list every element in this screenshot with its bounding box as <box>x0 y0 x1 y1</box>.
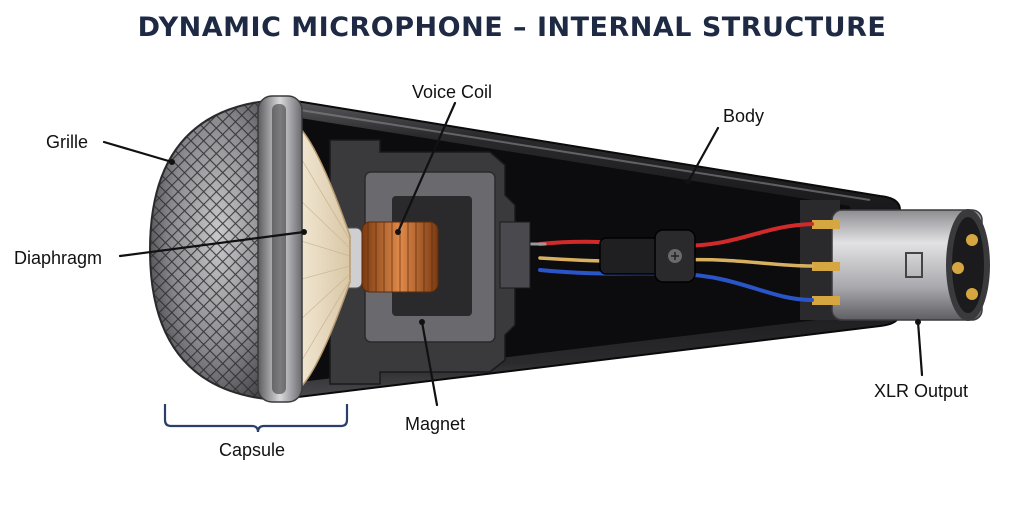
capsule-brace <box>163 404 349 433</box>
xlr-pin <box>966 288 978 300</box>
leader-voice-coil <box>396 101 457 234</box>
leader-lines <box>102 101 924 407</box>
label-diaphragm: Diaphragm <box>14 248 103 268</box>
leader-grille <box>102 140 174 164</box>
xlr-connector <box>800 200 990 321</box>
cable-clamp <box>599 237 661 275</box>
xlr-pin <box>952 262 964 274</box>
label-body: Body <box>723 106 765 126</box>
leader-diaphragm <box>118 230 306 258</box>
label-capsule: Capsule <box>219 440 286 460</box>
label-magnet: Magnet <box>405 414 466 434</box>
label-xlr-output: XLR Output <box>874 381 969 401</box>
body-highlight <box>299 109 871 201</box>
leader-magnet <box>420 320 439 407</box>
diagram-title: DYNAMIC MICROPHONE – INTERNAL STRUCTURE <box>137 12 887 43</box>
voice-coil <box>339 221 439 293</box>
leader-xlr <box>916 320 924 377</box>
label-voice-coil: Voice Coil <box>412 82 493 102</box>
label-grille: Grille <box>46 132 89 152</box>
xlr-pin <box>966 234 978 246</box>
grille <box>148 95 303 403</box>
leader-body <box>686 126 720 184</box>
